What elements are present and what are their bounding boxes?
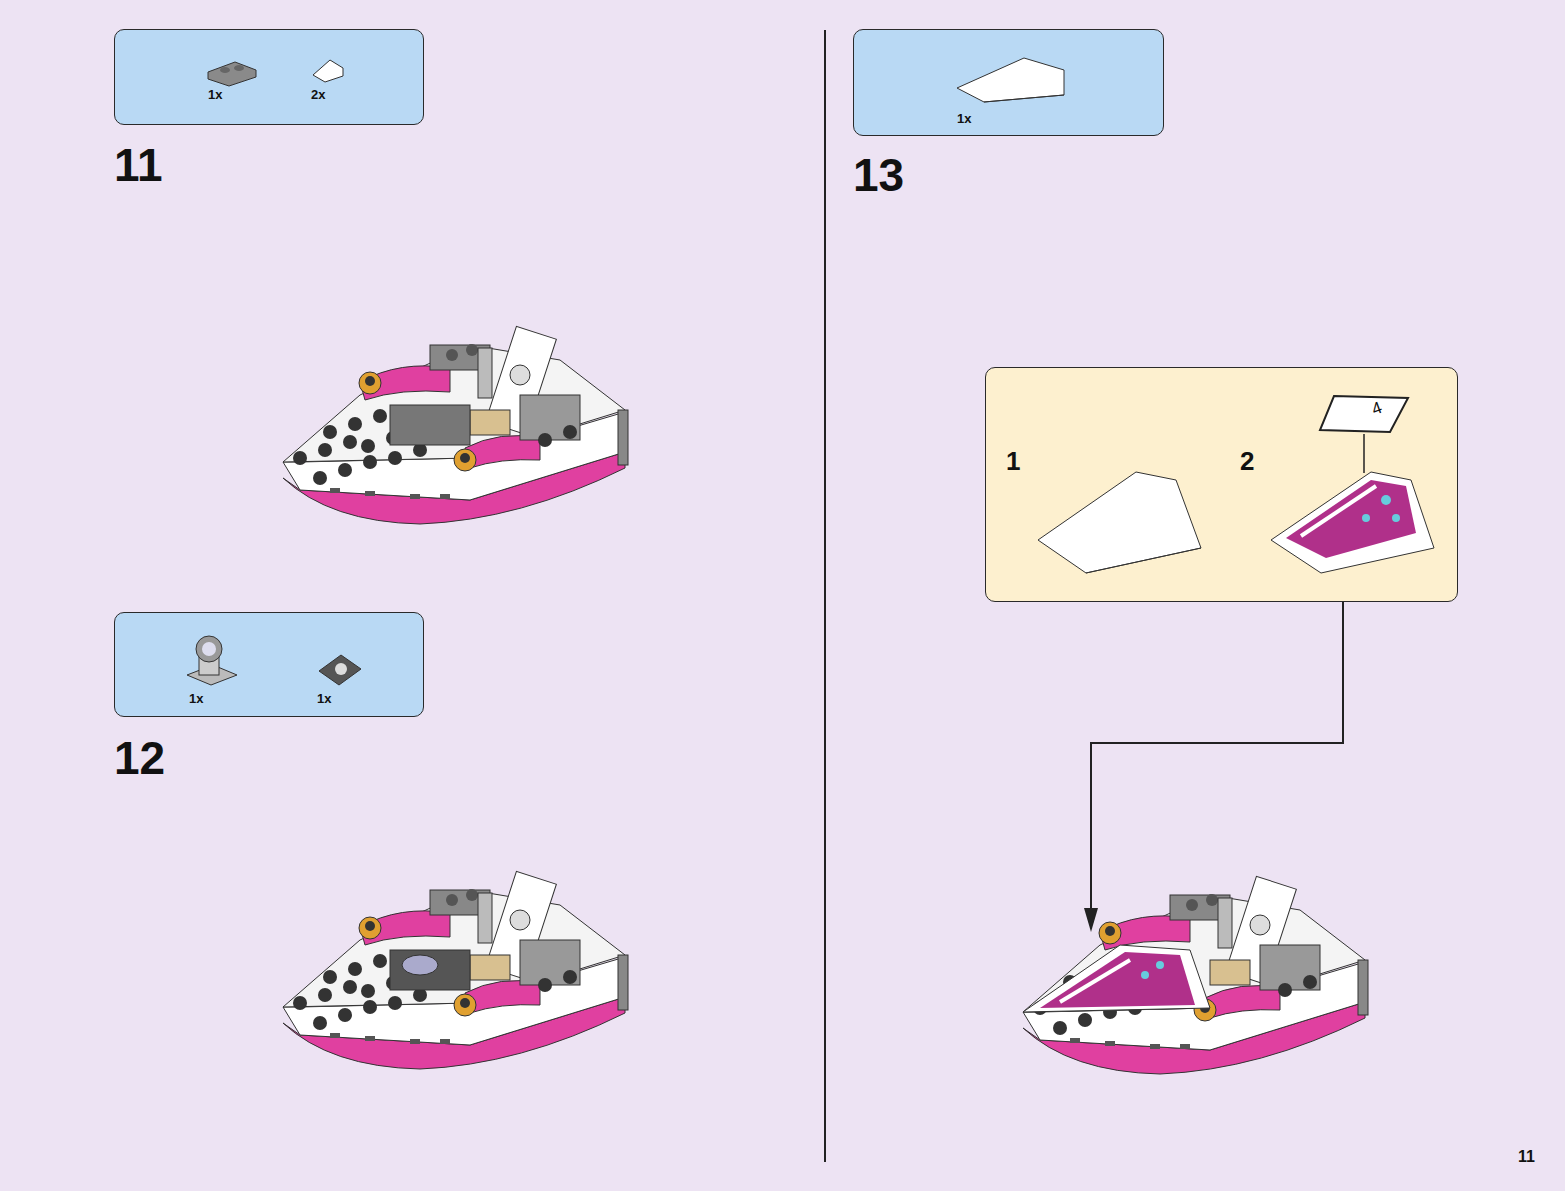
part-icons <box>986 368 1459 603</box>
parts-callout-box: 1x 1x <box>114 612 424 717</box>
step-number: 12 <box>114 735 165 781</box>
subassembly-box: 12 <box>985 367 1458 602</box>
part-quantity: 1x <box>317 692 331 705</box>
page-number: 11 <box>1518 1149 1535 1165</box>
step-number: 11 <box>114 142 163 188</box>
part-quantity: 1x <box>189 692 203 705</box>
substep-number: 1 <box>1006 448 1020 474</box>
parts-callout-box: 1x <box>853 29 1164 136</box>
part-icons <box>115 613 425 718</box>
step-number: 13 <box>853 152 904 198</box>
part-icons <box>854 30 1165 137</box>
parts-callout-box: 1x 2x <box>114 29 424 125</box>
part-quantity: 1x <box>957 112 971 125</box>
part-quantity: 2x <box>311 88 325 101</box>
part-icons <box>115 30 425 126</box>
substep-number: 2 <box>1240 448 1254 474</box>
part-quantity: 1x <box>208 88 222 101</box>
